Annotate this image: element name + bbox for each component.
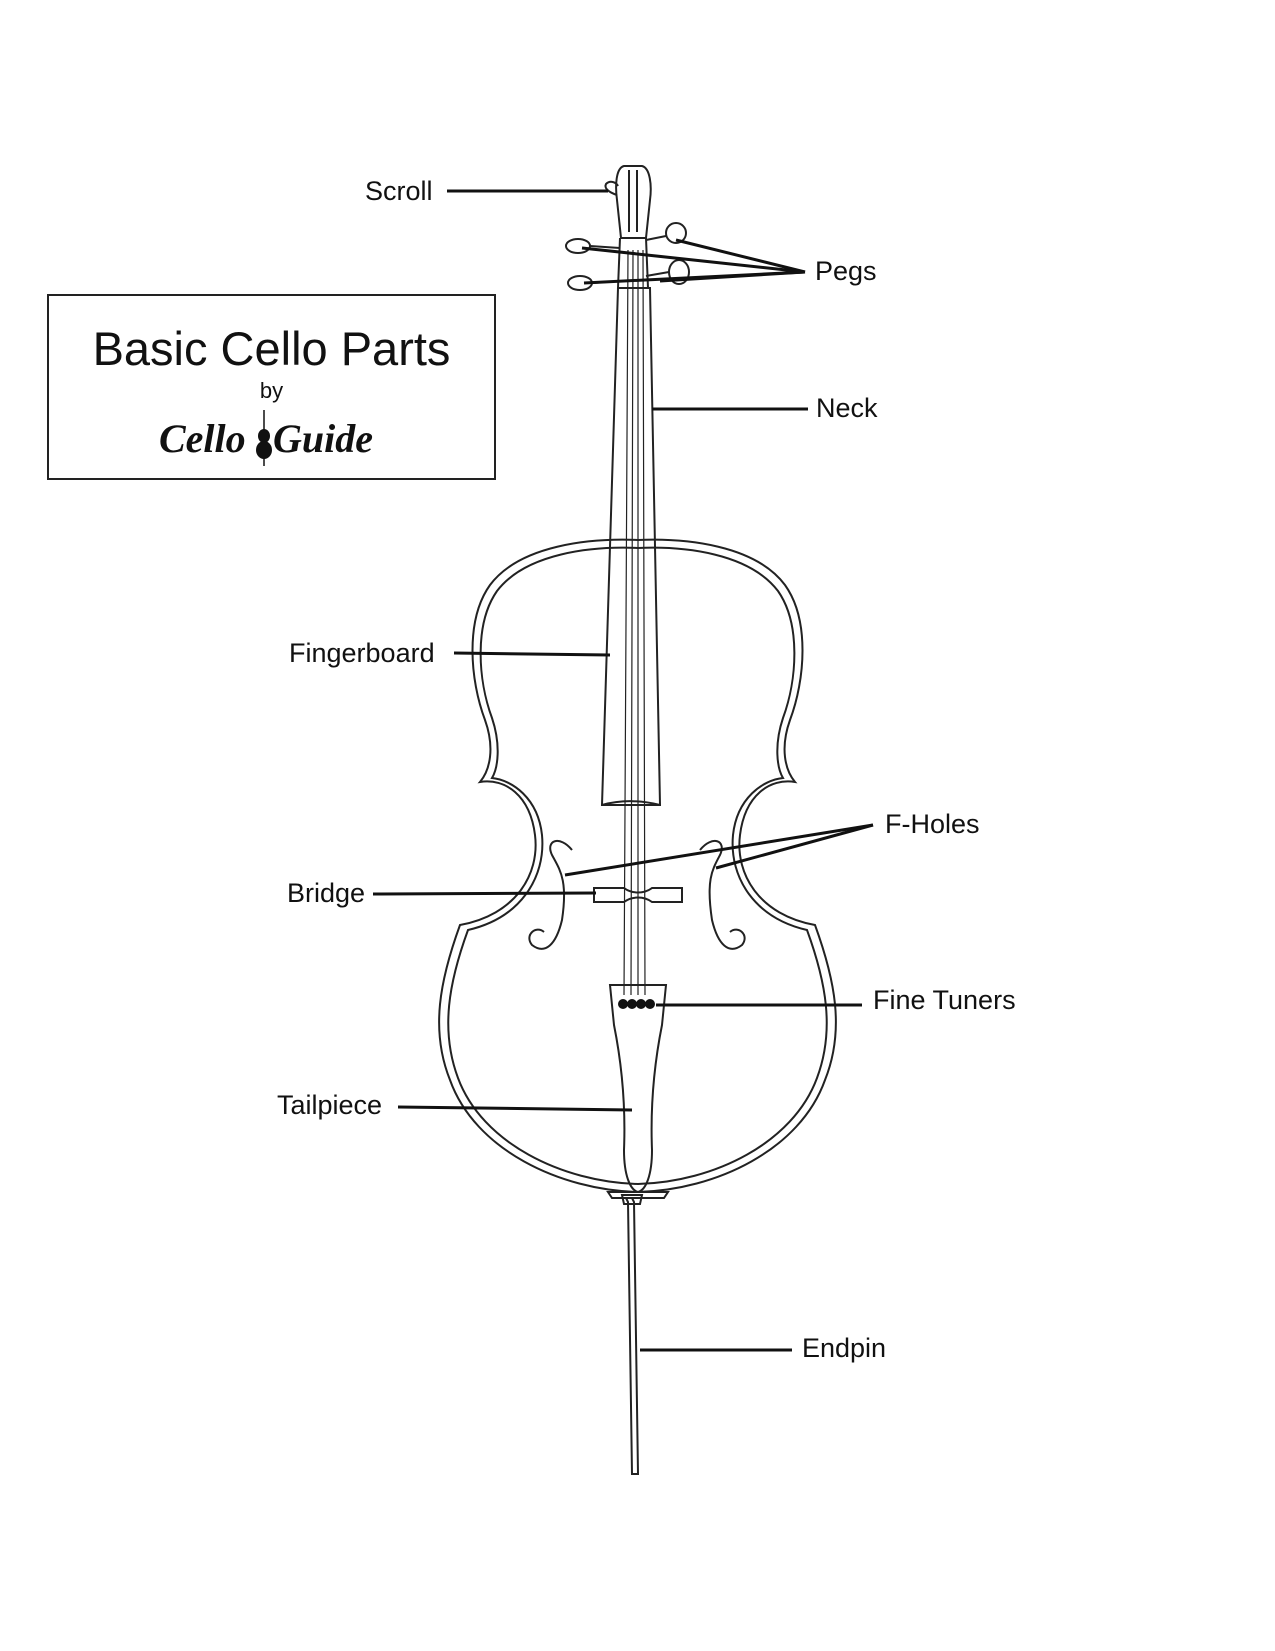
f-hole-left: [528, 840, 573, 950]
fingerboard-leader: [453, 651, 611, 657]
neck-fingerboard: [600, 287, 662, 806]
label-neck: Neck: [816, 393, 878, 423]
peg-upper-right: [665, 222, 687, 244]
label-bridge: Bridge: [287, 878, 366, 908]
cello-silhouette-icon: [256, 410, 272, 466]
pegs-leader-1: [581, 246, 806, 274]
label-fingerboard: Fingerboard: [289, 638, 435, 668]
label-f-holes: F-Holes: [885, 809, 980, 839]
strings: [623, 249, 646, 996]
label-endpin: Endpin: [802, 1333, 887, 1363]
title-byline: by: [259, 378, 284, 403]
endpin-shape: [624, 1197, 640, 1475]
fine-tuners-shape: [618, 999, 655, 1009]
f-holes-leader-1: [564, 823, 874, 877]
tailpiece-shape: [608, 984, 668, 1194]
svg-text:Guide: Guide: [273, 416, 373, 461]
cello-body-purfling: [447, 546, 828, 1186]
label-pegs: Pegs: [815, 256, 877, 286]
bridge-shape: [593, 887, 683, 903]
svg-text:Cello: Cello: [159, 416, 246, 461]
label-tailpiece: Tailpiece: [277, 1090, 383, 1120]
tailpiece-leader: [397, 1105, 633, 1112]
pegs-leader-3: [675, 238, 806, 274]
page-title: Basic Cello Parts: [92, 322, 451, 375]
pegs-leader-4: [659, 270, 806, 283]
f-holes-leader-2: [715, 823, 874, 870]
cello-guide-logo: Cello Guide: [159, 410, 373, 466]
bridge-leader: [372, 891, 597, 896]
f-hole-right: [699, 840, 746, 950]
label-fine-tuners: Fine Tuners: [873, 985, 1016, 1015]
label-scroll: Scroll: [365, 176, 433, 206]
scroll-shape: [615, 165, 652, 239]
title-box: Basic Cello Parts by Cello Guide: [47, 294, 496, 480]
peg-upper-left: [565, 238, 591, 254]
